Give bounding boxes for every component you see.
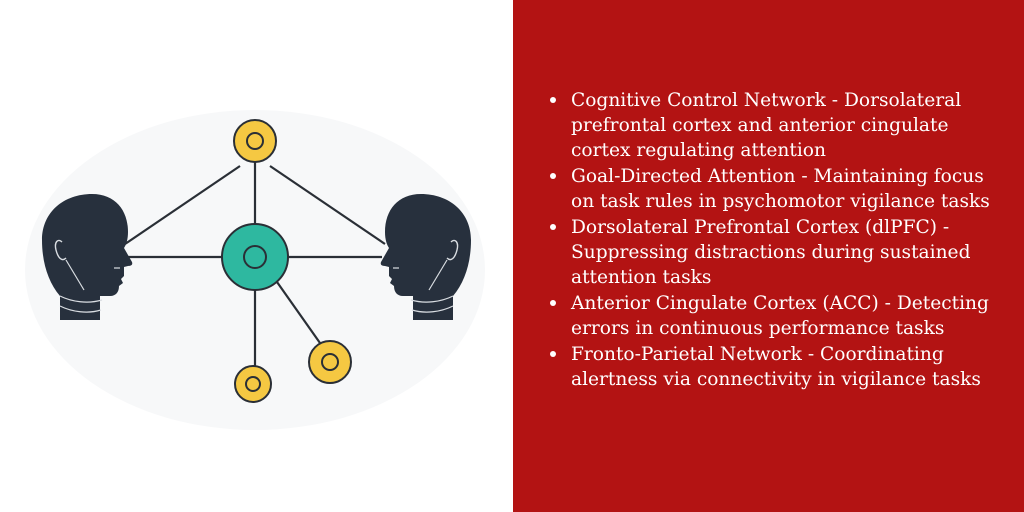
bullet-dot-icon (550, 224, 556, 230)
lower-right-node-icon (308, 340, 352, 384)
line-top-to-right (269, 165, 386, 245)
list-item: Dorsolateral Prefrontal Cortex (dlPFC) -… (549, 215, 997, 290)
bullet-dot-icon (550, 97, 556, 103)
bullet-text: Dorsolateral Prefrontal Cortex (dlPFC) -… (571, 217, 971, 288)
bullet-dot-icon (550, 300, 556, 306)
text-panel: Cognitive Control Network - Dorsolateral… (513, 0, 1024, 512)
list-item: Goal-Directed Attention - Maintaining fo… (549, 164, 997, 214)
bullet-list: Cognitive Control Network - Dorsolateral… (549, 88, 997, 393)
list-item: Fronto-Parietal Network - Coordinating a… (549, 342, 997, 392)
bullet-dot-icon (550, 351, 556, 357)
line-center-to-lower-right (276, 281, 321, 344)
list-item: Anterior Cingulate Cortex (ACC) - Detect… (549, 291, 997, 341)
network-illustration (42, 119, 471, 403)
central-node-icon (221, 223, 289, 291)
list-item: Cognitive Control Network - Dorsolateral… (549, 88, 997, 163)
head-silhouette-left-icon (42, 194, 133, 320)
bottom-node-icon (234, 365, 272, 403)
top-node-icon (233, 119, 277, 163)
line-left-to-top (124, 165, 241, 245)
bullet-dot-icon (550, 173, 556, 179)
connection-lines (124, 160, 386, 367)
head-silhouette-right-icon (380, 194, 471, 320)
bullet-text: Fronto-Parietal Network - Coordinating a… (571, 344, 981, 390)
bullet-text: Anterior Cingulate Cortex (ACC) - Detect… (571, 293, 989, 339)
bullet-text: Goal-Directed Attention - Maintaining fo… (571, 166, 990, 212)
illustration-panel (42, 119, 471, 403)
bullet-text: Cognitive Control Network - Dorsolateral… (571, 90, 962, 161)
